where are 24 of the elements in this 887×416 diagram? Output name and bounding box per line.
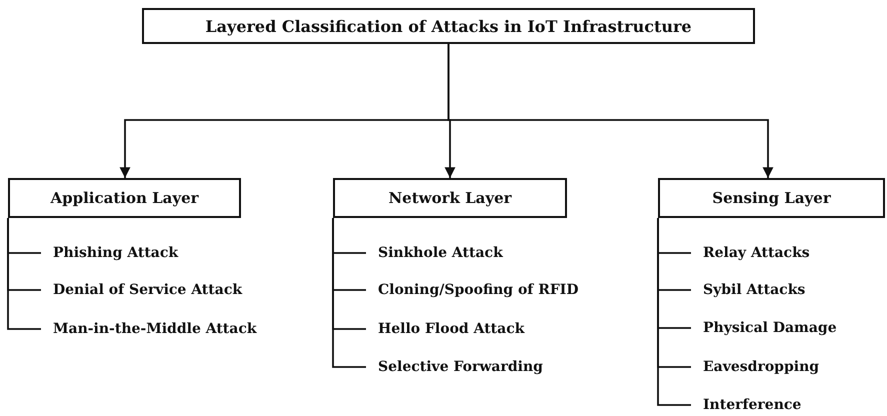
attack-label: Hello Flood Attack (366, 318, 524, 340)
attack-label: Relay Attacks (691, 242, 810, 264)
attack-label: Sinkhole Attack (366, 242, 503, 264)
attack-label: Phishing Attack (41, 242, 178, 264)
root-box (142, 8, 755, 44)
connector-line (7, 218, 41, 330)
attack-label: Sybil Attacks (691, 279, 806, 301)
layer-label: Application Layer (50, 189, 199, 207)
layer-box (333, 178, 567, 218)
attack-label: Eavesdropping (691, 356, 820, 378)
attack-label: Physical Damage (691, 317, 837, 339)
node-label: Layered Classification of Attacks in IoT Infrastructure (205, 16, 692, 36)
layer-label: Network Layer (388, 189, 512, 207)
attack-label: Interference (691, 394, 802, 416)
connector-line (657, 218, 691, 406)
arrow (448, 44, 774, 178)
attack-label: Cloning/Spoofing of RFID (366, 279, 578, 301)
layer-label: Sensing Layer (712, 189, 831, 207)
layer-box (658, 178, 885, 218)
attack-label: Selective Forwarding (366, 356, 543, 378)
connector-line (332, 218, 366, 368)
attack-label: Man-in-the-Middle Attack (41, 318, 257, 340)
attack-label: Denial of Service Attack (41, 279, 242, 301)
layer-box (8, 178, 241, 218)
